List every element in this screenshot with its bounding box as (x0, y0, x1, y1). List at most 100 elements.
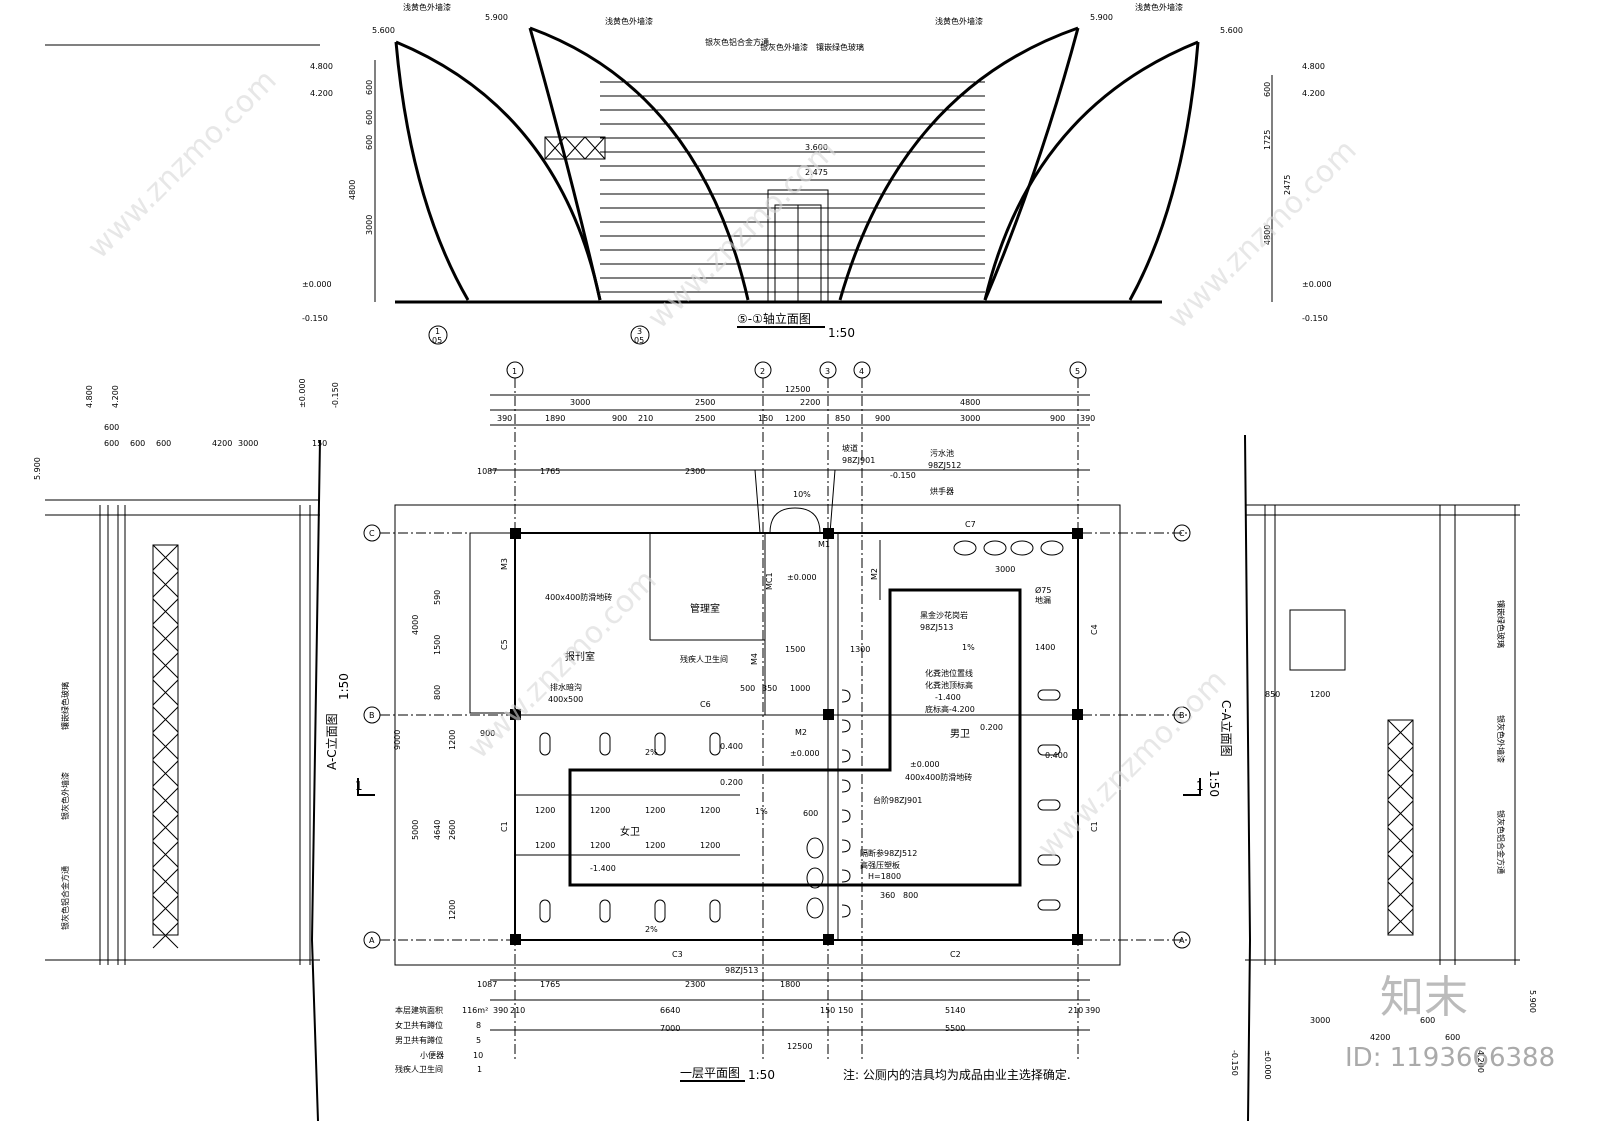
level-4800-right: 4.800 (1302, 62, 1325, 71)
grille-cross (544, 136, 606, 160)
urinal (841, 839, 851, 853)
note: 银灰色外墙漆 (60, 772, 70, 820)
glass-cross (1387, 800, 1414, 827)
stat-value: 1 (477, 1065, 482, 1074)
wash-basin (806, 897, 824, 919)
dim: 4800 (348, 180, 357, 200)
note-paint: 浅黄色外墙漆 (1135, 2, 1183, 12)
dim: 900 (1050, 414, 1065, 423)
room-accessible: 残疾人卫生间 (680, 654, 728, 664)
dim: 3000 (960, 414, 980, 423)
dim: 1200 (700, 806, 720, 815)
leaf-1-left (394, 41, 470, 301)
squat-toilet (599, 899, 611, 923)
squat-toilet (709, 899, 721, 923)
dim: 210 (638, 414, 653, 423)
axis-bubble (1173, 706, 1191, 724)
wash-basin (1040, 540, 1064, 556)
dim: 3000 (1310, 1016, 1330, 1025)
top-elevation: 5.600 5.900 5.900 5.600 4.800 4.200 ±0.0… (302, 2, 1332, 345)
stat-label: 本层建筑面积 (395, 1005, 443, 1015)
note-aluminium: 银灰色铝合金方通 (705, 37, 769, 47)
dim: 1765 (540, 980, 560, 989)
dim: 1200 (535, 841, 555, 850)
dim: 1765 (540, 467, 560, 476)
dim: 850 (1265, 690, 1280, 699)
wash-basin (983, 540, 1007, 556)
dim: 150 (820, 1006, 835, 1015)
leaf-2-left (528, 27, 602, 301)
section-number: 1 (1196, 779, 1204, 793)
squat-toilet (599, 732, 611, 756)
door-m3: M3 (500, 558, 509, 570)
window-c7: C7 (965, 520, 976, 529)
dim: 1200 (700, 841, 720, 850)
axis-bubble (363, 931, 381, 949)
dim: 2475 (1283, 175, 1292, 195)
level: 4.200 (1476, 1050, 1485, 1073)
level: ±0.000 (298, 378, 307, 408)
dim: 6640 (660, 1006, 680, 1015)
level-0150-right: -0.150 (1302, 314, 1328, 323)
column (510, 934, 521, 945)
dim: 1200 (590, 806, 610, 815)
dim: 5000 (411, 820, 420, 840)
glass-cross (152, 814, 179, 841)
side-left-title: A-C立面图 (324, 713, 339, 770)
dim: 800 (903, 891, 918, 900)
glass-cross (152, 868, 179, 895)
window-c4: C4 (1090, 624, 1099, 635)
wash-basin (1010, 540, 1034, 556)
axis-label: A (369, 936, 375, 945)
door-m4: M4 (750, 653, 759, 665)
slope: 1% (962, 643, 975, 652)
level-5900-right: 5.900 (1090, 13, 1113, 22)
level-000: ±0.000 (910, 760, 940, 769)
window-c3: C3 (672, 950, 683, 959)
urinal (841, 719, 851, 733)
glass-cross (1387, 881, 1414, 908)
dim: 350 (762, 684, 777, 693)
door-mc1: MC1 (765, 572, 774, 590)
dim: 600 (365, 80, 374, 95)
level-000: ±0.000 (787, 573, 817, 582)
label-granite: 黑金沙花岗岩 (920, 610, 968, 620)
dim: 1000 (790, 684, 810, 693)
callout-num: 3 (637, 327, 642, 336)
dim: 150 (312, 439, 327, 448)
label-mop-sink: 污水池 (930, 448, 954, 458)
glass-cross (1387, 854, 1414, 881)
level-000-right: ±0.000 (1302, 280, 1332, 289)
window-c6: C6 (700, 700, 711, 709)
glass-cross (152, 544, 179, 571)
dim: 600 (803, 809, 818, 818)
dim: 1725 (1263, 130, 1272, 150)
plan-note: 注: 公厕内的洁具均为成品由业主选择确定. (843, 1067, 1071, 1082)
dim: 3000 (570, 398, 590, 407)
door-m1: M1 (818, 540, 830, 549)
room-reading: 报刊室 (565, 650, 595, 663)
note: 镶嵌绿色玻璃 (60, 682, 70, 730)
leaf-3-right (983, 27, 1080, 301)
glass-cross (152, 787, 179, 814)
stat-value: 8 (476, 1021, 481, 1030)
leaf-3-left (838, 26, 1079, 301)
note: 镶嵌绿色玻璃 (1496, 600, 1506, 648)
label-hand-dryer: 烘手器 (930, 486, 954, 496)
dim: 1087 (477, 980, 497, 989)
squat-toilet (1037, 689, 1061, 701)
glass-strip (1387, 719, 1414, 936)
callout-sheet: 05 (634, 336, 644, 345)
dim: 600 (156, 439, 171, 448)
glass-cross (152, 625, 179, 652)
dim: 7000 (660, 1024, 680, 1033)
side-elevation-left: A-C立面图 1:50 4.800 4.200 ±0.000 -0.150 5.… (33, 44, 351, 1121)
ground-line (1244, 434, 1252, 1121)
dim: 600 (1263, 82, 1272, 97)
level-0400: 0.400 (1045, 751, 1068, 760)
plan-scale: 1:50 (748, 1068, 775, 1082)
squat-toilet (1037, 799, 1061, 811)
level-3600: 3.600 (805, 143, 828, 152)
column (823, 934, 834, 945)
